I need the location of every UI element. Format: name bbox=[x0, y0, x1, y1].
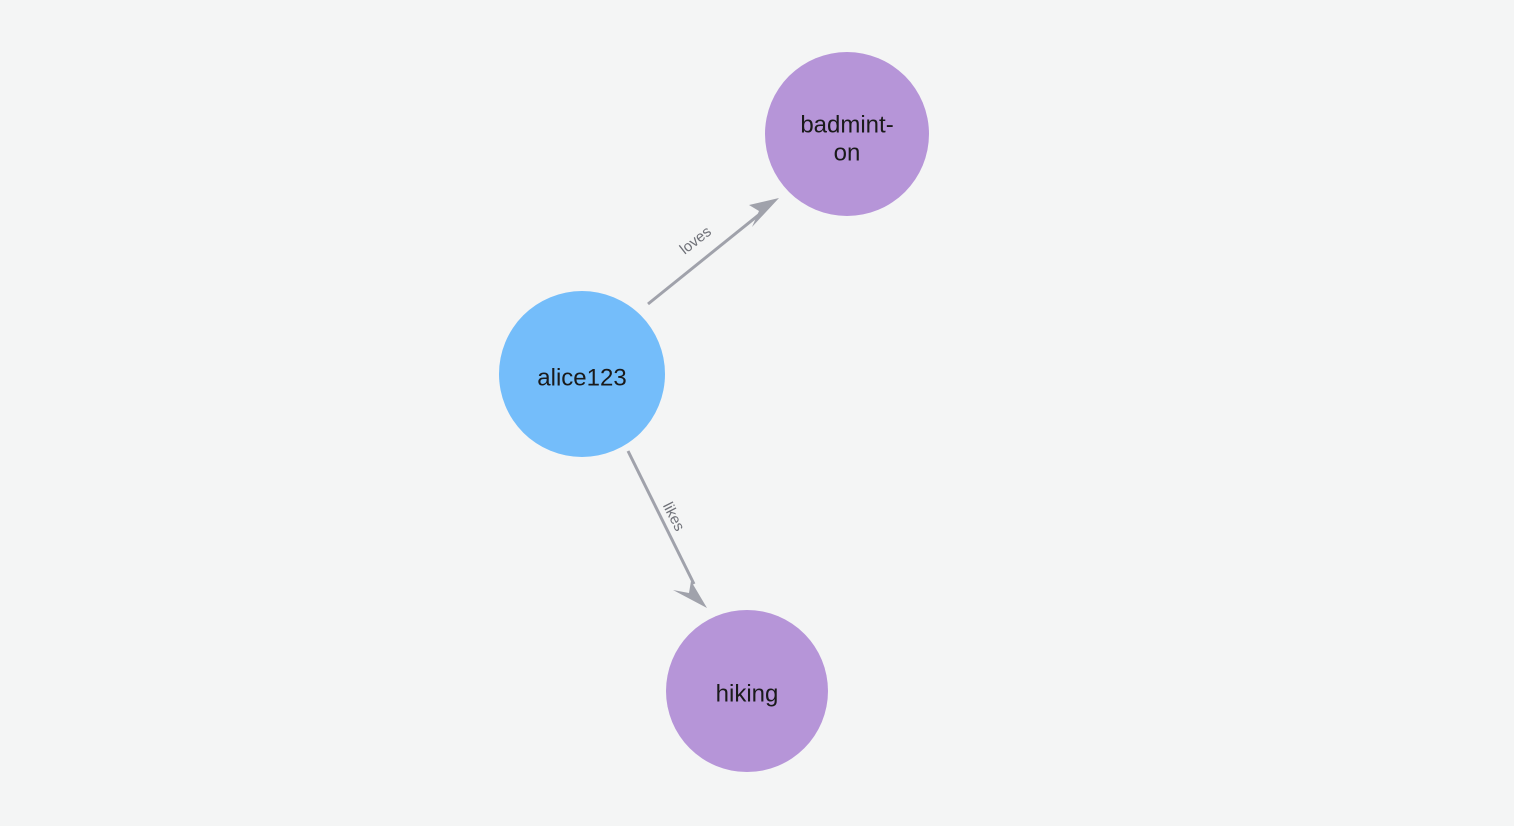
edge-line bbox=[626, 450, 696, 585]
node-hiking-circle[interactable] bbox=[666, 610, 828, 772]
edge-label-loves: loves bbox=[677, 223, 715, 258]
node-alice123[interactable]: alice123 bbox=[499, 291, 665, 457]
edge-alice123-loves-badminton[interactable]: loves bbox=[647, 198, 779, 306]
node-badminton-circle[interactable] bbox=[765, 52, 929, 216]
edge-alice123-likes-hiking[interactable]: likes bbox=[626, 450, 707, 608]
edge-line bbox=[647, 207, 767, 306]
edge-label-likes: likes bbox=[659, 500, 688, 534]
node-badminton[interactable]: badmint- on bbox=[765, 52, 929, 216]
edge-arrowhead bbox=[749, 198, 779, 227]
edge-arrowhead bbox=[673, 581, 707, 608]
node-hiking[interactable]: hiking bbox=[666, 610, 828, 772]
node-alice123-circle[interactable] bbox=[499, 291, 665, 457]
